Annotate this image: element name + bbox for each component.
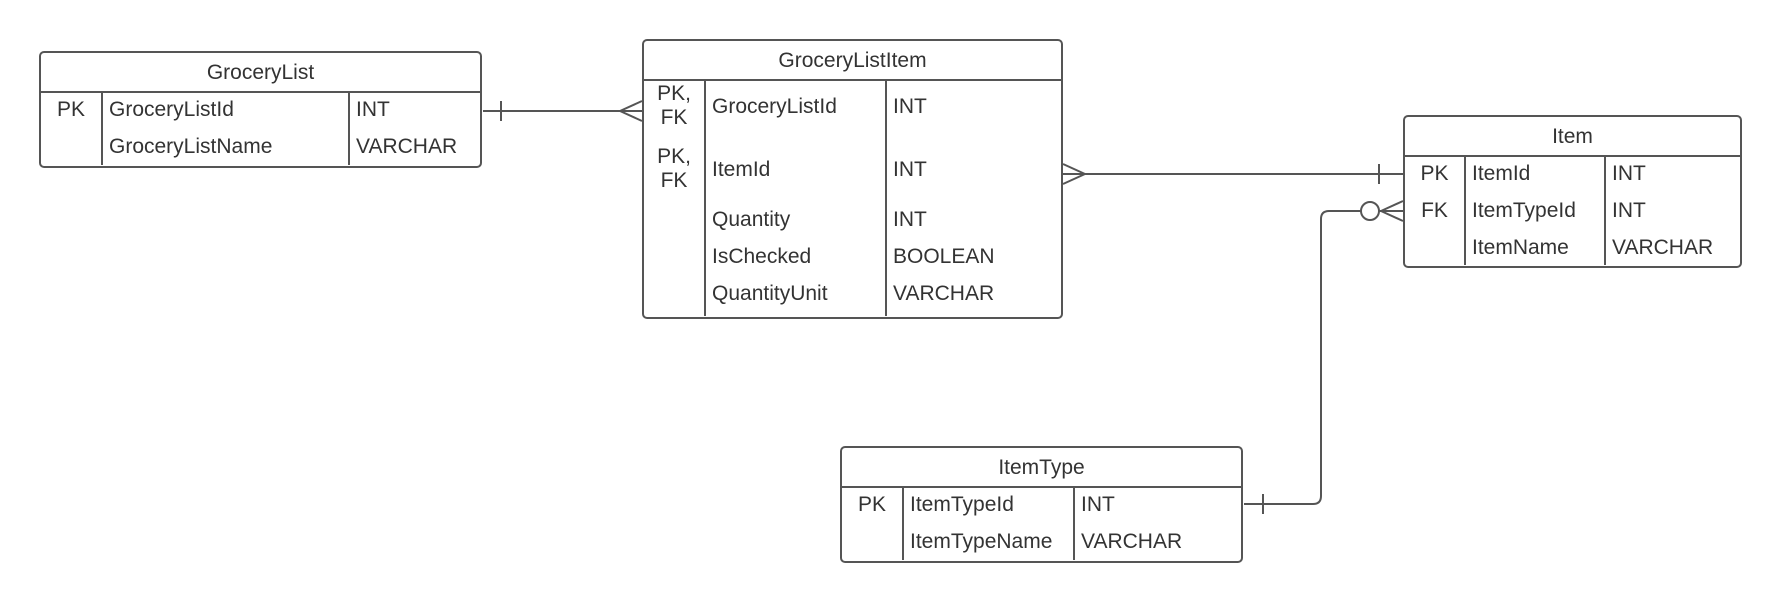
field-type: INT (893, 95, 927, 118)
field-name: ItemId (1472, 162, 1531, 185)
field-name: ItemTypeId (1472, 199, 1576, 222)
key-cell: FK (1421, 199, 1448, 222)
field-name: GroceryListId (109, 98, 234, 121)
entity-title: GroceryList (41, 53, 480, 93)
key-cell: PK, FK (657, 82, 691, 129)
name-column: ItemId ItemTypeId ItemName (1464, 157, 1604, 265)
name-column: GroceryListId GroceryListName (101, 93, 348, 165)
field-name: ItemTypeId (910, 493, 1014, 516)
field-name: Quantity (712, 208, 791, 231)
crowfoot-many-marker (1380, 200, 1404, 212)
field-type: BOOLEAN (893, 245, 995, 268)
type-column: INT VARCHAR (348, 93, 480, 165)
field-type: VARCHAR (1081, 530, 1183, 553)
field-name: ItemName (1472, 236, 1569, 259)
field-name: QuantityUnit (712, 282, 828, 305)
field-name: GroceryListName (109, 135, 273, 158)
crowfoot-many-marker (619, 100, 643, 112)
relationship-item-itemtype[interactable] (1244, 200, 1404, 514)
entity-title: Item (1405, 117, 1740, 157)
field-type: INT (1612, 162, 1646, 185)
zero-marker (1360, 201, 1380, 221)
field-name: GroceryListId (712, 95, 837, 118)
field-name: ItemTypeName (910, 530, 1053, 553)
key-cell: PK (857, 493, 886, 516)
key-column: PK (41, 93, 101, 165)
entity-title: ItemType (842, 448, 1241, 488)
entity-grocerylist[interactable]: GroceryList PK GroceryListId GroceryList… (39, 51, 482, 168)
type-column: INT VARCHAR (1073, 488, 1241, 560)
type-column: INT INT INT BOOLEAN VARCHAR (885, 81, 1061, 316)
entity-grocerylistitem[interactable]: GroceryListItem PK, FK PK, FK GroceryLis… (642, 39, 1063, 319)
type-column: INT INT VARCHAR (1604, 157, 1740, 265)
field-name: IsChecked (712, 245, 812, 268)
field-type: VARCHAR (1612, 236, 1714, 259)
field-type: VARCHAR (356, 135, 458, 158)
relationship-grocerylist-grocerylistitem[interactable] (483, 100, 643, 122)
field-type: INT (893, 158, 927, 181)
key-column: PK, FK PK, FK (644, 81, 704, 316)
key-column: PK FK (1405, 157, 1464, 265)
relationship-grocerylistitem-item[interactable] (1062, 163, 1403, 185)
name-column: GroceryListId ItemId Quantity IsChecked … (704, 81, 885, 316)
field-name: ItemId (712, 158, 771, 181)
crowfoot-many-marker (1062, 163, 1086, 175)
key-column: PK (842, 488, 902, 560)
key-cell: PK (56, 98, 85, 121)
name-column: ItemTypeId ItemTypeName (902, 488, 1073, 560)
field-type: INT (356, 98, 390, 121)
entity-title: GroceryListItem (644, 41, 1061, 81)
entity-item[interactable]: Item PK FK ItemId ItemTypeId ItemName IN… (1403, 115, 1742, 268)
field-type: INT (1612, 199, 1646, 222)
field-type: VARCHAR (893, 282, 995, 305)
key-cell: PK, FK (657, 145, 691, 192)
field-type: INT (1081, 493, 1115, 516)
entity-itemtype[interactable]: ItemType PK ItemTypeId ItemTypeName INT … (840, 446, 1243, 563)
key-cell: PK (1420, 162, 1449, 185)
field-type: INT (893, 208, 927, 231)
